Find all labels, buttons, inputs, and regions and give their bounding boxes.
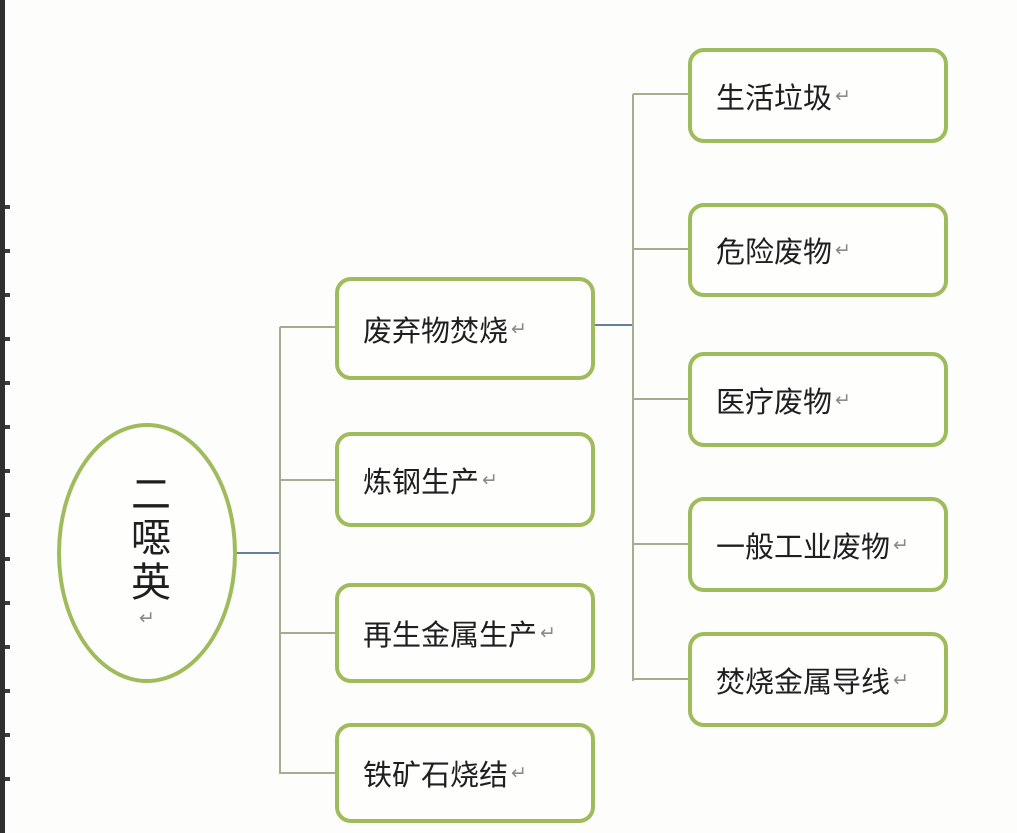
paragraph-mark: ↵ bbox=[835, 84, 851, 107]
node-hazardous-waste[interactable]: 危险废物↵ bbox=[688, 203, 948, 297]
root-node-dioxin[interactable]: 二噁英↵ bbox=[57, 423, 237, 683]
connector-branch-household bbox=[633, 93, 689, 95]
page-edge-tick-marks bbox=[5, 205, 10, 815]
node-label: 废弃物焚烧 bbox=[363, 315, 509, 348]
connector-branch-medical bbox=[633, 398, 689, 400]
node-label: 危险废物 bbox=[716, 237, 833, 269]
connector-branch-steelmaking bbox=[280, 479, 336, 481]
paragraph-mark: ↵ bbox=[893, 668, 909, 691]
node-waste-incineration[interactable]: 废弃物焚烧↵ bbox=[335, 277, 595, 380]
connector-branch-recycled-metal bbox=[280, 632, 336, 634]
connector-root-to-trunk bbox=[236, 552, 280, 554]
connector-branch-hazardous bbox=[633, 248, 689, 250]
paragraph-mark: ↵ bbox=[482, 468, 498, 491]
node-label: 医疗废物 bbox=[716, 386, 833, 419]
node-label: 焚烧金属导线 bbox=[716, 666, 891, 699]
node-label: 炼钢生产 bbox=[363, 466, 480, 499]
node-steelmaking-production[interactable]: 炼钢生产↵ bbox=[335, 432, 595, 527]
paragraph-mark: ↵ bbox=[893, 533, 909, 556]
node-medical-waste[interactable]: 医疗废物↵ bbox=[688, 352, 948, 447]
paragraph-mark: ↵ bbox=[540, 622, 556, 644]
node-label: 生活垃圾 bbox=[716, 82, 833, 115]
connector-waste-to-trunk bbox=[595, 324, 634, 326]
node-label: 一般工业废物 bbox=[716, 531, 891, 564]
root-node-label: 二噁英↵ bbox=[125, 473, 170, 633]
paragraph-mark: ↵ bbox=[511, 317, 527, 340]
paragraph-mark: ↵ bbox=[136, 607, 158, 633]
node-iron-ore-sintering[interactable]: 铁矿石烧结↵ bbox=[335, 723, 595, 823]
paragraph-mark: ↵ bbox=[511, 762, 527, 784]
node-general-industrial-waste[interactable]: 一般工业废物↵ bbox=[688, 497, 948, 592]
connector-branch-waste-incineration bbox=[280, 326, 336, 328]
paragraph-mark: ↵ bbox=[835, 239, 851, 261]
page-edge-border bbox=[0, 0, 5, 833]
connector-branch-metal-wire bbox=[633, 678, 689, 680]
node-burning-metal-wire[interactable]: 焚烧金属导线↵ bbox=[688, 632, 948, 727]
node-recycled-metal-production[interactable]: 再生金属生产↵ bbox=[335, 583, 595, 683]
connector-right-trunk bbox=[632, 94, 634, 681]
connector-branch-iron-ore bbox=[280, 772, 336, 774]
node-label: 铁矿石烧结 bbox=[363, 760, 509, 792]
paragraph-mark: ↵ bbox=[835, 388, 851, 411]
node-household-garbage[interactable]: 生活垃圾↵ bbox=[688, 48, 948, 143]
connector-left-trunk bbox=[279, 327, 281, 774]
connector-branch-industrial bbox=[633, 543, 689, 545]
node-label: 再生金属生产 bbox=[363, 620, 538, 652]
